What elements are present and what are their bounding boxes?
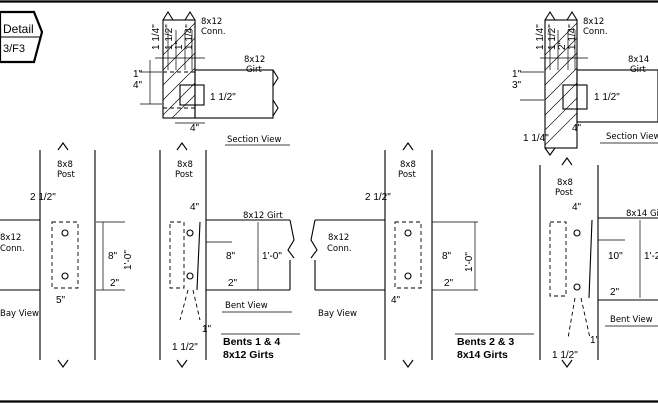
left-section-view-label: Section View bbox=[227, 135, 282, 145]
mid-dim-2: 2" bbox=[444, 278, 454, 289]
right-girt-1: 8x14 bbox=[628, 55, 649, 65]
right-dim-1: 1" bbox=[590, 335, 600, 346]
left-bent-post-1: 8x8 bbox=[177, 160, 193, 170]
left-top-dim-4: 1 1/4" bbox=[184, 24, 195, 50]
left-bents-title: Bents 1 & 4 bbox=[223, 336, 280, 348]
mid-dim-1ft: 1'-0" bbox=[464, 252, 475, 272]
bay-view-left bbox=[0, 142, 125, 368]
left-bent-view-label: Bent View bbox=[225, 301, 268, 311]
mid-bay-view-label: Bay View bbox=[318, 309, 357, 319]
mid-conn-1: 8x12 bbox=[328, 233, 349, 243]
right-side-dim-1: 1" bbox=[512, 69, 522, 80]
left-bent-post-2: Post bbox=[175, 170, 193, 180]
left-dim-2half: 2 1/2" bbox=[30, 192, 56, 203]
right-dim-1half: 1 1/2" bbox=[594, 92, 620, 103]
right-dim-4b: 4" bbox=[572, 202, 582, 213]
right-dim-1ft2: 1'-2" bbox=[644, 251, 658, 262]
right-girt-full: 8x14 Girt bbox=[626, 209, 658, 219]
detail-badge-ref: 3/F3 bbox=[3, 43, 25, 55]
left-dim-5: 5" bbox=[56, 295, 66, 306]
left-side-dim-1: 1" bbox=[133, 69, 143, 80]
left-dim-8: 8" bbox=[108, 251, 118, 262]
mid-post-1: 8x8 bbox=[400, 160, 416, 170]
right-bent-view-label: Bent View bbox=[610, 315, 653, 325]
left-dim-4: 4" bbox=[190, 123, 200, 134]
left-top-dim-3: 1" bbox=[174, 40, 185, 50]
mid-conn-2: Conn. bbox=[327, 244, 352, 254]
left-conn-label-1: 8x12 bbox=[201, 17, 222, 27]
left-post-label-1: 8x8 bbox=[57, 160, 73, 170]
right-dim-10: 10" bbox=[608, 251, 623, 262]
detail-badge-title: Detail bbox=[3, 22, 34, 36]
right-top-dim-2: 1 1/2" bbox=[547, 24, 558, 50]
right-bent-post-1: 8x8 bbox=[557, 178, 573, 188]
right-top-dim-1: 1 1/4" bbox=[535, 24, 546, 50]
right-side-dim-2: 3" bbox=[512, 80, 522, 91]
section-view-right bbox=[520, 10, 658, 156]
left-bents-sub: 8x12 Girts bbox=[223, 349, 274, 361]
left-side-dim-2: 4" bbox=[133, 80, 143, 91]
left-post-label-2: Post bbox=[57, 170, 75, 180]
right-dim-1quarter: 1 1/4" bbox=[523, 133, 549, 144]
left-dim-2b: 2" bbox=[228, 278, 238, 289]
left-dim-1: 1" bbox=[202, 324, 212, 335]
bay-view-middle bbox=[310, 142, 478, 368]
left-dim-2: 2" bbox=[110, 278, 120, 289]
left-dim-1half-b: 1 1/2" bbox=[172, 342, 198, 353]
right-section-view-label: Section View bbox=[606, 132, 658, 142]
mid-dim-4c: 4" bbox=[391, 295, 401, 306]
left-conn-label-2: Conn. bbox=[201, 27, 226, 37]
left-top-dim-2: 1 1/2" bbox=[164, 24, 175, 50]
right-conn-1: 8x12 bbox=[583, 17, 604, 27]
right-bents-title: Bents 2 & 3 bbox=[457, 336, 514, 348]
right-girt-2: Girt bbox=[630, 65, 646, 75]
right-bent-post-2: Post bbox=[555, 188, 573, 198]
left-bay-view-label: Bay View bbox=[0, 309, 39, 319]
mid-post-2: Post bbox=[398, 170, 416, 180]
left-girt-label-2: Girt bbox=[246, 65, 262, 75]
bent-view-right bbox=[539, 157, 658, 368]
left-dim-8b: 8" bbox=[226, 251, 236, 262]
left-girt-full: 8x12 Girt bbox=[243, 211, 283, 221]
left-bay-conn-1: 8x12 bbox=[0, 233, 21, 243]
left-top-dim-1: 1 1/4" bbox=[151, 24, 162, 50]
left-girt-label-1: 8x12 bbox=[244, 55, 265, 65]
detail-badge: Detail 3/F3 bbox=[0, 10, 44, 64]
right-top-dim-3: 2" bbox=[557, 40, 568, 50]
left-dim-1half: 1 1/2" bbox=[210, 92, 236, 103]
right-dim-4: 4" bbox=[572, 123, 582, 134]
left-dim-1ft: 1'-0" bbox=[123, 250, 134, 270]
right-bents-sub: 8x14 Girts bbox=[457, 349, 508, 361]
mid-dim-2half: 2 1/2" bbox=[365, 192, 391, 203]
right-dim-2b: 2" bbox=[610, 287, 620, 298]
section-view-left bbox=[140, 10, 279, 124]
right-dim-1half-b: 1 1/2" bbox=[552, 350, 578, 361]
bent-view-left bbox=[159, 142, 295, 368]
right-conn-2: Conn. bbox=[583, 27, 608, 37]
left-bay-conn-2: Conn. bbox=[0, 244, 25, 254]
left-dim-1ftb: 1'-0" bbox=[262, 251, 282, 262]
left-dim-4b: 4" bbox=[190, 202, 200, 213]
mid-dim-8: 8" bbox=[442, 251, 452, 262]
right-top-dim-4: 1 1/4" bbox=[567, 24, 578, 50]
